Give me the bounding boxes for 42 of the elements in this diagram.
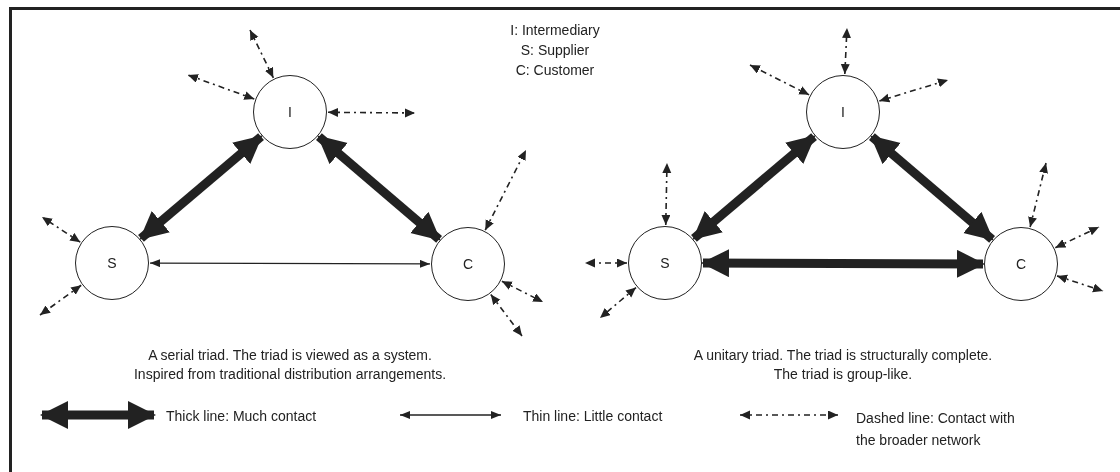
- double-arrow: [316, 133, 442, 243]
- dashed-arrow: [1054, 226, 1100, 249]
- dashed-arrow: [584, 258, 628, 268]
- dashed-arrow: [327, 107, 416, 118]
- node-circle: [806, 75, 880, 149]
- dashed-arrow: [1056, 274, 1104, 293]
- double-arrow: [701, 249, 985, 278]
- dashed-arrow: [39, 284, 82, 316]
- dashed-arrow: [840, 27, 851, 75]
- node-letter: S: [107, 255, 117, 271]
- dashed-arrow: [484, 149, 527, 231]
- caption: The triad is group-like.: [773, 366, 913, 382]
- legend-text: Thick line: Much contact: [166, 408, 317, 424]
- node-circle: [253, 75, 327, 149]
- double-arrow: [869, 133, 995, 243]
- dashed-arrow: [490, 293, 523, 337]
- legend-text: Thin line: Little contact: [523, 408, 663, 424]
- dashed-arrow: [501, 280, 544, 303]
- key-text: S: Supplier: [520, 42, 590, 58]
- dashed-arrow: [599, 286, 637, 319]
- caption: A unitary triad. The triad is structurally complete.: [693, 347, 993, 363]
- dashed-arrow: [187, 74, 256, 100]
- key-text: I: Intermediary: [510, 22, 600, 38]
- caption: A serial triad. The triad is viewed as a system.: [148, 347, 432, 363]
- dashed-arrow: [249, 29, 275, 79]
- node-letter: C: [1015, 256, 1027, 272]
- double-arrow: [138, 133, 264, 242]
- legend-text: Dashed line: Contact with the broader network: [856, 409, 1016, 450]
- key-text: C: Customer: [515, 62, 595, 78]
- dashed-arrow: [1028, 162, 1048, 228]
- node-letter: S: [660, 255, 670, 271]
- double-arrow: [149, 259, 431, 268]
- dashed-arrow: [41, 216, 82, 243]
- double-arrow: [691, 133, 817, 242]
- node-letter: C: [462, 256, 474, 272]
- dashed-arrow: [878, 78, 949, 103]
- dashed-arrow: [661, 162, 672, 226]
- caption: Inspired from traditional distribution arrangements.: [134, 366, 446, 382]
- node-circle: [431, 227, 505, 301]
- node-letter: I: [841, 104, 845, 120]
- node-letter: I: [288, 104, 292, 120]
- dashed-arrow: [749, 64, 810, 96]
